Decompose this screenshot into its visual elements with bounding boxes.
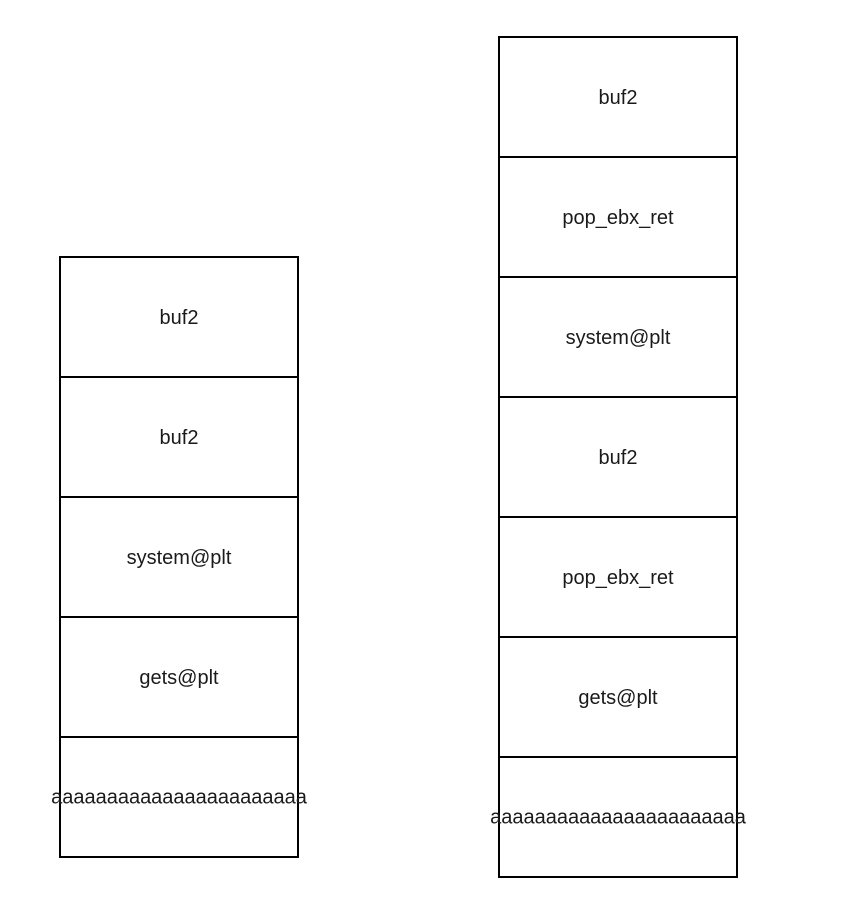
- left-stack-cell-label: gets@plt: [139, 666, 219, 689]
- left-stack-cell-label: buf2: [159, 426, 199, 449]
- right-stack-cell: buf2: [500, 398, 736, 518]
- right-stack-cell: pop_ebx_ret: [500, 158, 736, 278]
- right-stack-cell-label: buf2: [598, 86, 638, 109]
- right-stack-diagram: buf2 pop_ebx_ret system@plt buf2 pop_ebx…: [490, 36, 746, 878]
- left-stack-diagram: buf2 buf2 system@plt gets@plt aaaaaaaaaa…: [51, 256, 307, 858]
- right-stack-padding-label: aaaaaaaaaaaaaaaaaaaaaaa: [490, 806, 746, 829]
- right-stack-cell-label: gets@plt: [578, 686, 658, 709]
- right-stack-cell: buf2: [500, 38, 736, 158]
- left-stack-cell: buf2: [61, 378, 297, 498]
- left-stack-padding-label: aaaaaaaaaaaaaaaaaaaaaaa: [51, 786, 307, 809]
- right-stack-cell-label: pop_ebx_ret: [562, 566, 674, 589]
- right-stack-cell-label: pop_ebx_ret: [562, 206, 674, 229]
- right-stack-cell-label: buf2: [598, 446, 638, 469]
- right-stack-cell-label: system@plt: [565, 326, 671, 349]
- right-stack-padding-cell: aaaaaaaaaaaaaaaaaaaaaaa: [490, 758, 746, 878]
- left-stack-padding-cell: aaaaaaaaaaaaaaaaaaaaaaa: [51, 738, 307, 858]
- right-stack-cell: pop_ebx_ret: [500, 518, 736, 638]
- left-stack-cell: system@plt: [61, 498, 297, 618]
- right-stack-cell: system@plt: [500, 278, 736, 398]
- left-stack-cell: gets@plt: [61, 618, 297, 738]
- left-stack-cell-label: buf2: [159, 306, 199, 329]
- right-stack-cell: gets@plt: [500, 638, 736, 758]
- left-stack-cell-label: system@plt: [126, 546, 232, 569]
- left-stack-cell: buf2: [61, 258, 297, 378]
